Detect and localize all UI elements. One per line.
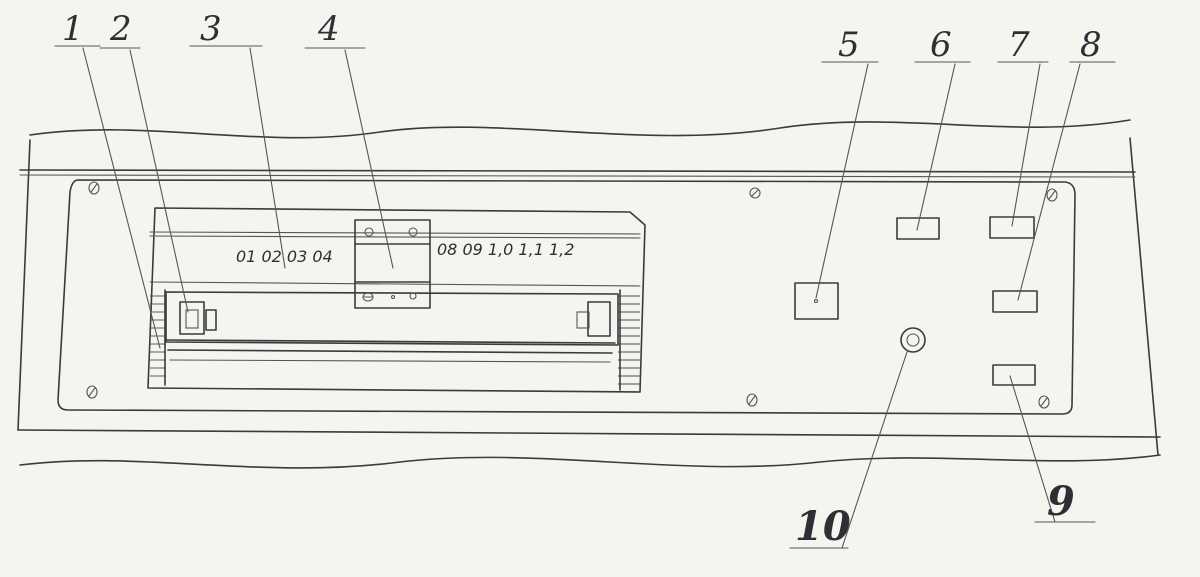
switch-9	[992, 364, 1036, 386]
switch-7	[989, 216, 1035, 239]
scale-right-text: 08 09 1,0 1,1 1,2	[437, 240, 574, 259]
callout-9: 9	[1047, 478, 1075, 525]
switch-8	[992, 290, 1038, 313]
slider-pointer	[354, 219, 431, 309]
top-break-line	[29, 119, 1131, 139]
plate-screw	[1038, 395, 1050, 409]
plate-screw	[86, 385, 98, 399]
plate-screw	[1046, 188, 1058, 202]
callout-3: 3	[200, 9, 222, 49]
callout-10: 10	[795, 503, 851, 550]
callout-2: 2	[109, 9, 132, 49]
plate-screw	[88, 181, 100, 195]
square-button	[794, 282, 839, 320]
callout-8: 8	[1080, 25, 1102, 65]
callout-1: 1	[62, 9, 84, 49]
plate-screw	[746, 393, 758, 407]
hatched-side-left	[150, 289, 166, 386]
plate-screw	[749, 187, 761, 199]
left-clamp	[179, 301, 217, 335]
scale-left-text: 01 02 03 04	[236, 247, 333, 266]
bottom-break-line	[19, 454, 1161, 469]
scale-window	[147, 207, 646, 393]
right-clamp	[576, 301, 611, 337]
callout-7: 7	[1008, 25, 1030, 65]
round-indicator	[900, 327, 926, 353]
tape-track	[165, 291, 619, 346]
front-panel-body	[17, 137, 1161, 456]
hatched-side-right	[618, 289, 640, 391]
callout-4: 4	[317, 9, 340, 49]
leader-lines	[54, 45, 1116, 549]
callout-5: 5	[838, 25, 860, 65]
callout-6: 6	[930, 25, 952, 65]
mounting-plate	[57, 179, 1076, 415]
switch-6	[896, 217, 940, 240]
